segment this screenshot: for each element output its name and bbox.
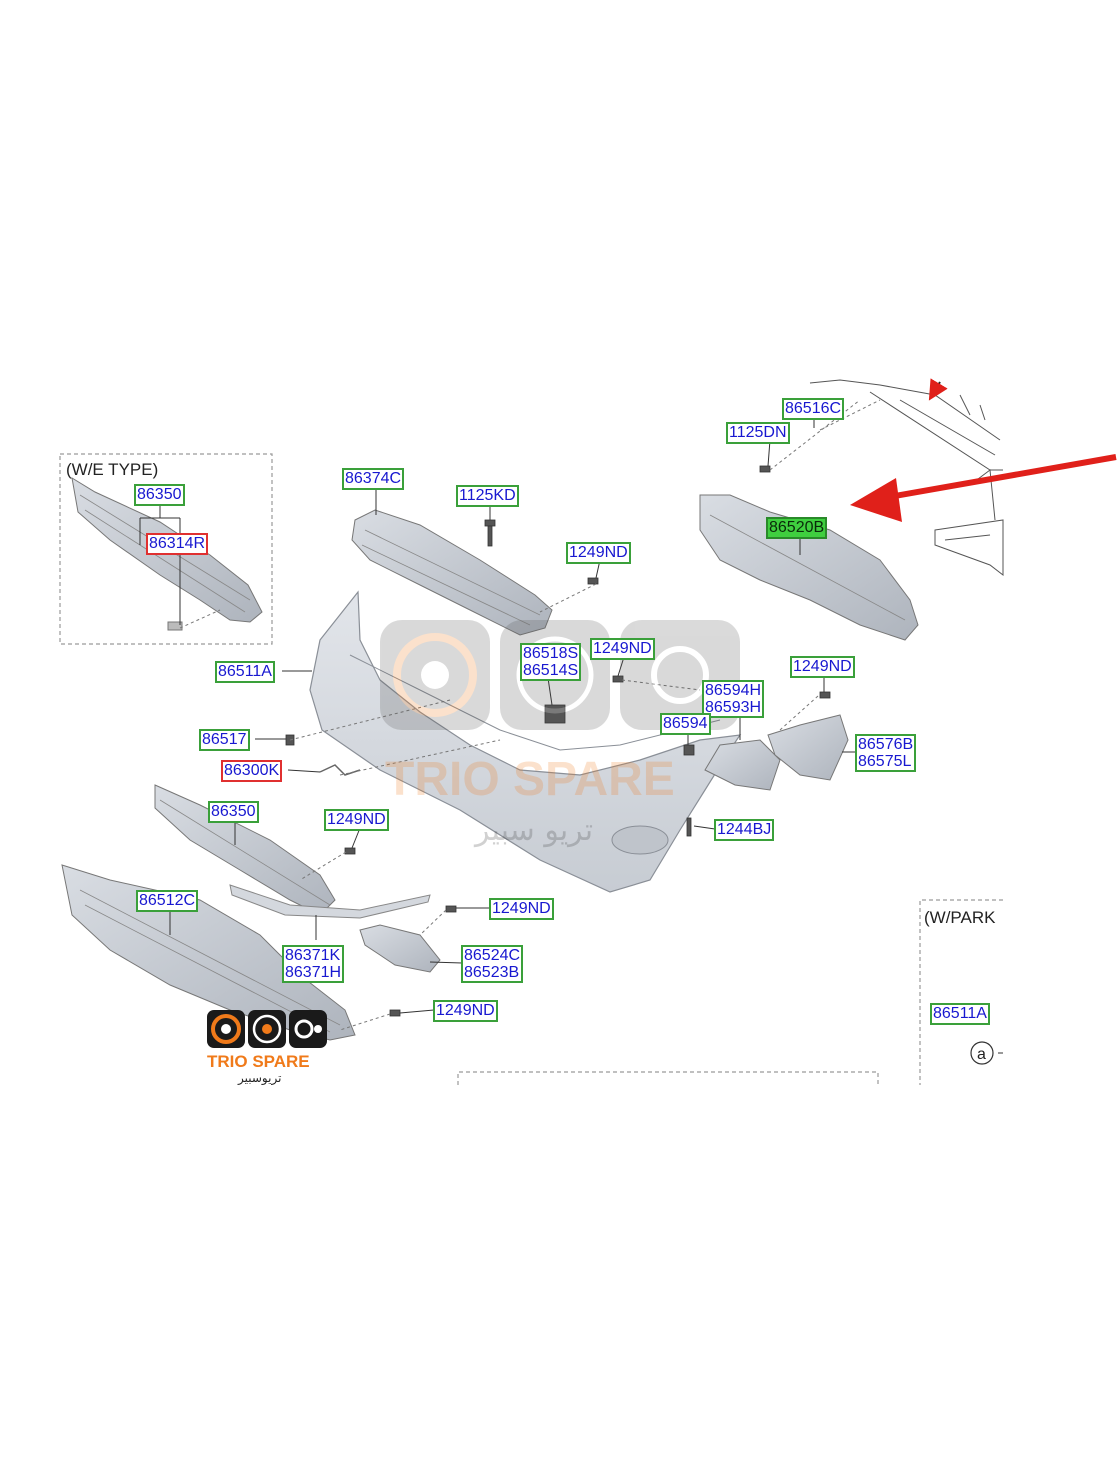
energy-absorber-part xyxy=(699,494,919,641)
logo-brand: TRIO SPARE xyxy=(207,1052,310,1071)
part-label-86576b[interactable]: 86576B xyxy=(858,736,914,753)
side-trim-part xyxy=(767,714,849,781)
part-label-86575l[interactable]: 86575L xyxy=(858,753,912,770)
part-label-86593h[interactable]: 86593H xyxy=(705,699,762,716)
screw-icon xyxy=(487,525,493,547)
dashed-assembly-lines xyxy=(179,399,881,1031)
highlight-arrow-head-icon xyxy=(850,478,902,522)
screw-icon xyxy=(389,1009,401,1017)
w-park-box xyxy=(919,899,1003,1085)
part-label-86516c[interactable]: 86516C xyxy=(782,398,845,420)
part-label-1249nd[interactable]: 1249ND xyxy=(790,656,855,678)
screw-icon xyxy=(686,817,692,837)
part-label-86594h[interactable]: 86594H xyxy=(705,682,762,699)
part-label-1249nd[interactable]: 1249ND xyxy=(433,1000,498,1022)
trio-spare-logo: TRIO SPARE تريوسبير xyxy=(207,1010,327,1086)
screw-icon xyxy=(683,744,695,756)
lower-valance-part xyxy=(61,864,356,1041)
part-label-86371h[interactable]: 86371H xyxy=(285,964,342,981)
part-label-86371k-86371h[interactable]: 86371K 86371H xyxy=(282,945,345,983)
part-label-1249nd[interactable]: 1249ND xyxy=(324,809,389,831)
part-label-86517[interactable]: 86517 xyxy=(199,729,250,751)
molding-strip-part xyxy=(229,884,431,919)
part-label-86512c[interactable]: 86512C xyxy=(136,890,199,912)
part-label-1249nd[interactable]: 1249ND xyxy=(590,638,655,660)
screw-icon xyxy=(445,905,457,913)
part-label-86524c[interactable]: 86524C xyxy=(464,947,521,964)
part-label-86520b-highlighted[interactable]: 86520B xyxy=(766,517,828,539)
screw-icon xyxy=(587,577,599,585)
w-park-title: (W/PARK xyxy=(924,908,996,927)
screw-icon xyxy=(484,519,496,527)
part-label-86511a[interactable]: 86511A xyxy=(215,661,275,683)
car-body-outline xyxy=(809,379,1004,577)
bracket-icon xyxy=(544,704,566,724)
part-label-86594h-86593h[interactable]: 86594H 86593H xyxy=(702,680,765,718)
part-label-86523b[interactable]: 86523B xyxy=(464,964,520,981)
part-label-86518s-86514s[interactable]: 86518S 86514S xyxy=(520,643,582,681)
part-label-86300k[interactable]: 86300K xyxy=(221,760,283,782)
we-type-clip xyxy=(167,621,183,631)
screw-icon xyxy=(759,465,771,473)
part-label-86511a[interactable]: 86511A xyxy=(930,1003,990,1025)
we-type-box xyxy=(59,453,273,645)
part-label-86518s[interactable]: 86518S xyxy=(523,645,579,662)
reference-circle-icon xyxy=(970,1041,994,1065)
part-label-86514s[interactable]: 86514S xyxy=(523,662,579,679)
screw-icon xyxy=(819,691,831,699)
reference-circle-label: a xyxy=(977,1046,986,1063)
part-label-86314r[interactable]: 86314R xyxy=(146,533,209,555)
part-label-1249nd[interactable]: 1249ND xyxy=(566,542,631,564)
part-label-1249nd[interactable]: 1249ND xyxy=(489,898,554,920)
part-label-86524c-86523b[interactable]: 86524C 86523B xyxy=(461,945,524,983)
part-label-1244bj[interactable]: 1244BJ xyxy=(714,819,775,841)
side-bracket-part xyxy=(704,739,781,791)
direction-arrow-icon xyxy=(928,378,948,401)
watermark-brand: TRIO SPARE xyxy=(385,753,675,806)
wiring-harness-part xyxy=(319,764,361,776)
side-garnish-part xyxy=(359,924,441,973)
part-label-86371k[interactable]: 86371K xyxy=(285,947,341,964)
part-label-86594[interactable]: 86594 xyxy=(660,713,711,735)
part-label-86374c[interactable]: 86374C xyxy=(342,468,405,490)
screw-icon xyxy=(344,847,356,855)
part-label-1125kd[interactable]: 1125KD xyxy=(456,485,519,507)
part-label-86350[interactable]: 86350 xyxy=(208,801,259,823)
fog-lamp-recess xyxy=(611,825,669,855)
part-label-1125dn[interactable]: 1125DN xyxy=(726,422,790,444)
part-label-86350[interactable]: 86350 xyxy=(134,484,185,506)
logo-arabic: تريوسبير xyxy=(237,1071,281,1086)
part-label-86576b-86575l[interactable]: 86576B 86575L xyxy=(855,734,917,772)
watermark-arabic: تريو سبير xyxy=(473,813,593,848)
bottom-box xyxy=(457,1071,879,1085)
we-type-title: (W/E TYPE) xyxy=(66,460,159,479)
highlight-arrow xyxy=(871,454,1117,503)
